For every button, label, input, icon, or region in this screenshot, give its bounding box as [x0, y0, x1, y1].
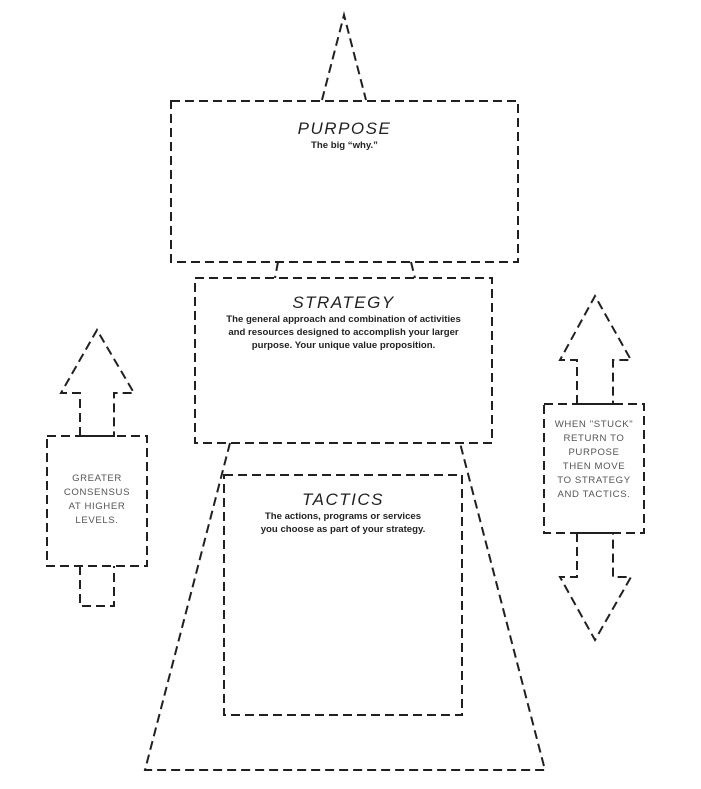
- tactics-box: [223, 474, 463, 716]
- tactics-title: TACTICS: [302, 490, 384, 509]
- right-note-line: TO STRATEGY: [557, 475, 631, 486]
- right-note-line: RETURN TO: [563, 433, 625, 444]
- strategy-description-line: purpose. Your unique value proposition.: [251, 340, 436, 351]
- right-note-line: AND TACTICS.: [557, 489, 631, 500]
- right-up-arrow: [558, 293, 633, 405]
- purpose-strategy-connector-left: [274, 261, 279, 279]
- left-up-arrow: [59, 328, 136, 437]
- tactics-text: TACTICS The actions, programs or service…: [224, 490, 462, 536]
- strategy-title: STRATEGY: [292, 293, 395, 312]
- tactics-description-line: The actions, programs or services: [264, 511, 422, 522]
- strategy-description-line: and resources designed to accomplish you…: [228, 327, 459, 338]
- strategy-text: STRATEGY The general approach and combin…: [195, 293, 492, 352]
- right-note: WHEN "STUCK" RETURN TO PURPOSE THEN MOVE…: [544, 418, 644, 502]
- purpose-strategy-connector-right: [410, 261, 416, 279]
- purpose-text: PURPOSE The big “why.”: [171, 119, 518, 152]
- left-down-stub: [79, 566, 115, 607]
- right-note-line: THEN MOVE: [562, 461, 626, 472]
- purpose-description: The big “why.”: [311, 140, 378, 151]
- purpose-title: PURPOSE: [297, 119, 392, 138]
- left-note: GREATER CONSENSUS AT HIGHER LEVELS.: [47, 472, 147, 528]
- left-note-line: CONSENSUS: [63, 487, 131, 498]
- tactics-description-line: you choose as part of your strategy.: [260, 524, 426, 535]
- right-note-line: WHEN "STUCK": [554, 419, 634, 430]
- left-note-line: AT HIGHER: [68, 501, 126, 512]
- right-note-box: [543, 403, 645, 534]
- left-note-line: LEVELS.: [75, 515, 119, 526]
- purpose-box: [170, 100, 519, 263]
- right-down-arrow: [558, 532, 633, 643]
- right-note-line: PURPOSE: [568, 447, 620, 458]
- left-note-line: GREATER: [72, 473, 122, 484]
- purpose-spike: [321, 11, 367, 101]
- pyramid-base: [143, 442, 547, 771]
- left-note-box: [46, 435, 148, 567]
- strategy-description-line: The general approach and combination of …: [226, 314, 461, 325]
- strategy-box: [194, 277, 493, 444]
